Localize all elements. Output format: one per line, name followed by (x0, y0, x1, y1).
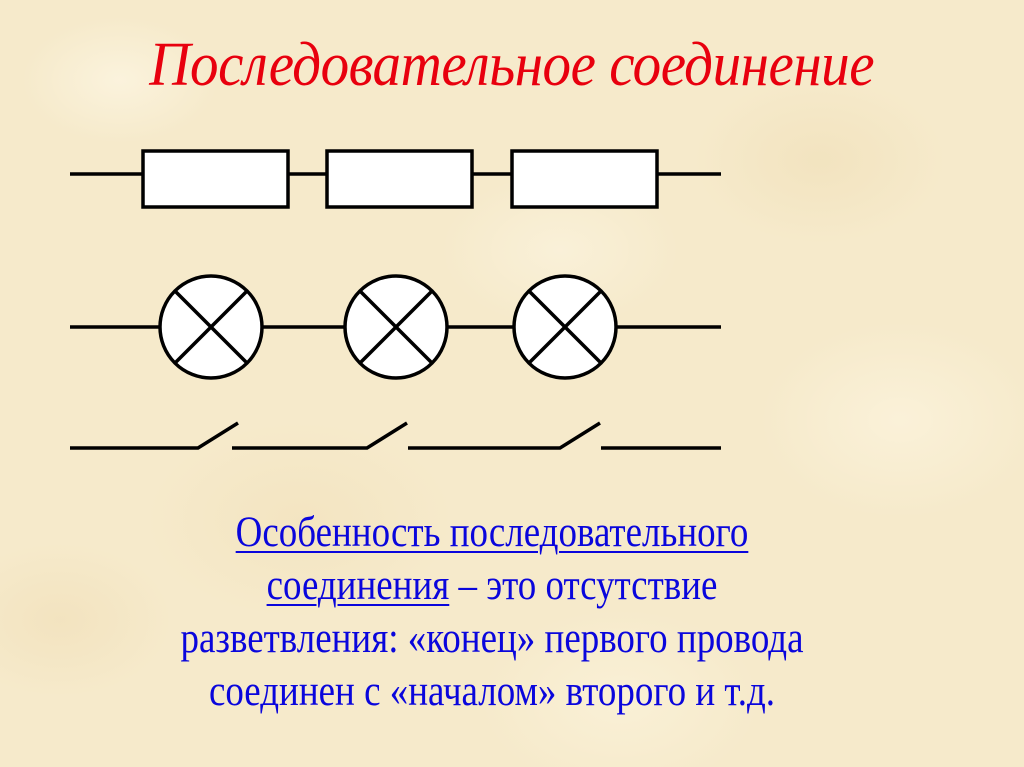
resistor-icon (510, 149, 659, 209)
description-text: Особенность последовательного соединения… (69, 506, 915, 718)
lamp-series-row (70, 274, 721, 380)
lamp-icon (343, 274, 449, 380)
lamp-icon (512, 274, 618, 380)
open-switch-icon (70, 421, 239, 450)
slide-title: Последовательное соединение (149, 31, 875, 99)
resistor-series-row (70, 149, 721, 209)
description-line-4: соединен с «началом» второго и т.д. (208, 668, 776, 715)
description-line-2: соединения – это отсутствие (69, 559, 915, 612)
open-switch-icon (232, 421, 408, 450)
open-switch-icon (408, 421, 601, 450)
resistor-icon (141, 149, 290, 209)
underlined-term: Особенность последовательного (235, 509, 749, 556)
underlined-term: соединения (266, 562, 450, 609)
resistor-icon (325, 149, 474, 209)
lamp-icon (158, 274, 264, 380)
description-line-1: Особенность последовательного (69, 506, 915, 559)
switch-series-row (70, 421, 721, 450)
description-line-3: разветвления: «конец» первого провода (180, 615, 804, 662)
description-text-segment: – это отсутствие (449, 562, 718, 609)
